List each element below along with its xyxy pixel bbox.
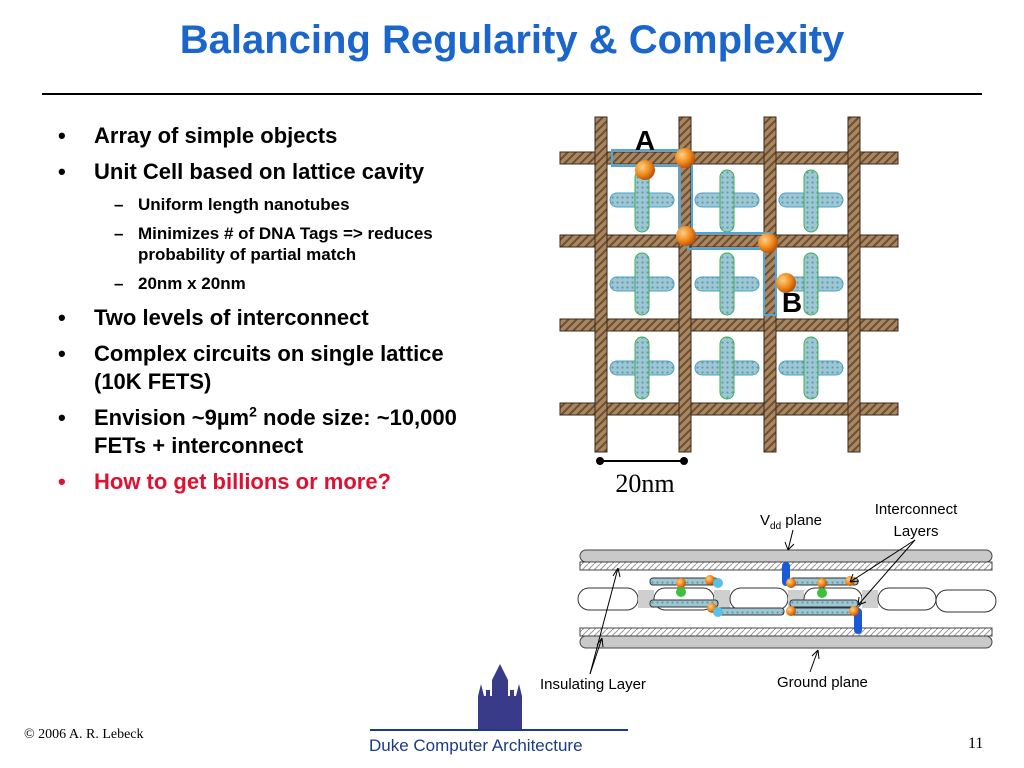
dna-tags [635,148,796,293]
bullet-item: • Complex circuits on single lattice (10… [58,340,494,396]
org-name: Duke Computer Architecture [369,736,583,755]
bullet-mark: • [58,159,66,184]
bullet-list: • Array of simple objects • Unit Cell ba… [58,122,528,504]
bullet-item: • Array of simple objects [58,122,528,150]
footer-rule [370,729,628,731]
bullet-text: Unit Cell based on lattice cavity [94,159,425,184]
interconnect-label-2: Layers [893,523,938,540]
vdd-label: Vdd plane [760,512,822,532]
bullet-mark: • [58,123,66,148]
bullet-item: • Unit Cell based on lattice cavity [58,158,528,186]
bullet-item: • Envision ~9µm2 node size: ~10,000 FETs… [58,404,514,460]
nanotube-crosses [609,169,844,400]
bullet-text: How to get billions or more? [94,469,391,494]
duke-chapel-logo [478,664,522,730]
sub-bullet-item: – Minimizes # of DNA Tags => reduces pro… [58,223,438,265]
page-number: 11 [968,735,984,752]
bullet-text-pre: Envision ~9µm [94,405,250,430]
bullet-item-highlight: • How to get billions or more? [58,468,528,496]
label-a: A [635,125,655,156]
bullet-mark: • [58,305,66,330]
sub-bullet-mark: – [114,224,124,243]
copyright: © 2006 A. R. Lebeck [24,727,144,742]
bullet-superscript: 2 [249,403,257,420]
bullet-text-post: node size: ~10,000 FETs + interconnect [94,405,457,458]
scale-bar [596,457,688,465]
bullet-mark: • [58,341,66,366]
bullet-text: Two levels of interconnect [94,305,369,330]
interconnect-label-1: Interconnect [875,501,958,518]
sub-bullet-item: – 20nm x 20nm [58,273,438,294]
ground-label: Ground plane [777,674,868,691]
bullet-text: Complex circuits on single lattice (10K … [94,341,444,394]
sub-bullet-text: Uniform length nanotubes [138,195,350,214]
callout-arrows [589,529,916,675]
insulating-label: Insulating Layer [540,676,646,693]
bullet-text: Array of simple objects [94,123,338,148]
sub-bullet-item: – Uniform length nanotubes [58,194,438,215]
bullet-mark: • [58,405,66,430]
lattice-rows [559,151,899,416]
sub-bullet-mark: – [114,195,124,214]
sub-bullet-text: 20nm x 20nm [138,274,246,293]
scale-label: 20nm [615,469,674,498]
title-rule [42,93,982,95]
slide-title: Balancing Regularity & Complexity [179,18,845,62]
layer-stack [577,549,997,649]
bullet-mark: • [58,469,66,494]
bullet-item: • Two levels of interconnect [58,304,528,332]
sub-bullet-mark: – [114,274,124,293]
sub-bullet-text: Minimizes # of DNA Tags => reduces proba… [138,224,433,264]
label-b: B [782,287,802,318]
